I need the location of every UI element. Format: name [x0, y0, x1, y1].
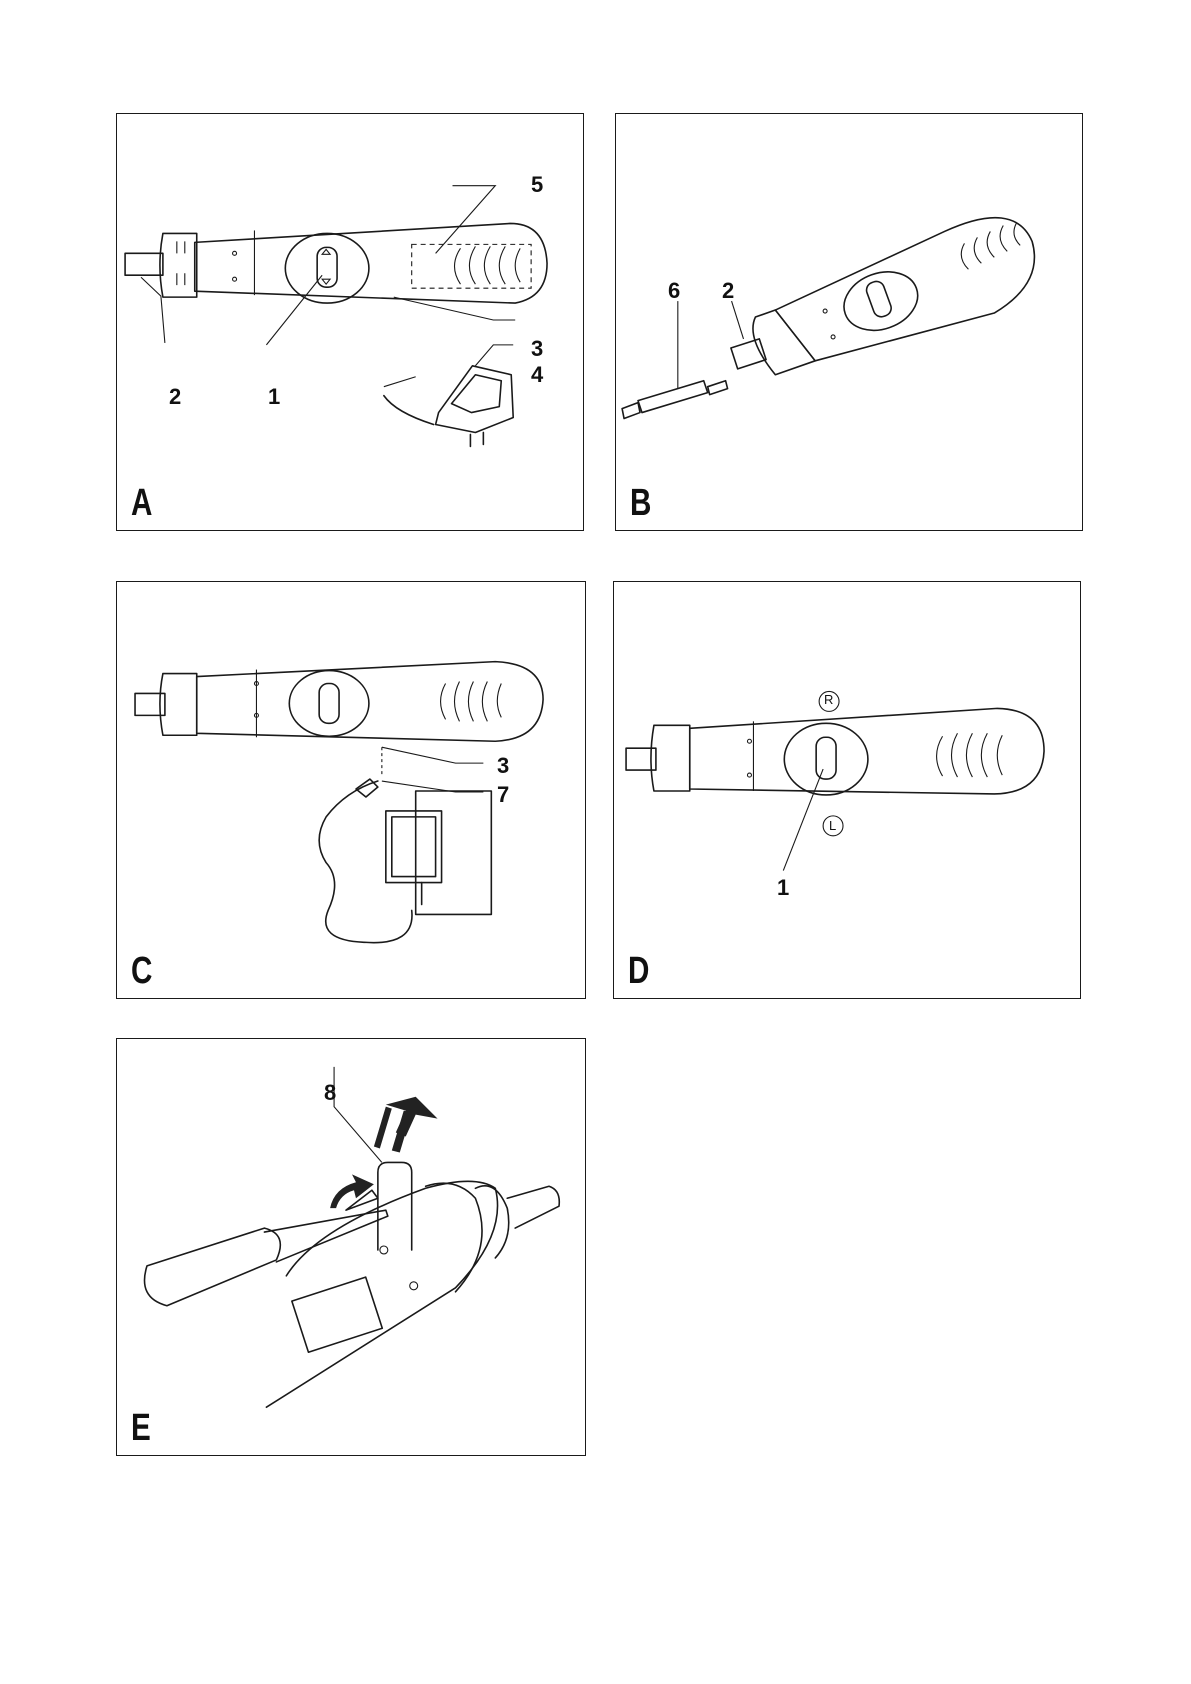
direction-mark-left: L	[829, 819, 836, 832]
figure-panel-a: 5 3 4 2 1 A	[116, 113, 584, 531]
direction-switch-illustration	[614, 582, 1080, 998]
screwdriver-with-charger-illustration	[117, 114, 583, 530]
callout-4: 4	[531, 364, 543, 386]
panel-letter: A	[131, 484, 152, 522]
panel-letter: B	[630, 484, 651, 522]
panel-letter: E	[131, 1409, 151, 1447]
callout-2: 2	[722, 280, 734, 302]
figure-panel-e: 8 E	[116, 1038, 586, 1456]
callout-5: 5	[531, 174, 543, 196]
callout-1: 1	[777, 877, 789, 899]
panel-letter: D	[628, 952, 649, 990]
callout-7: 7	[497, 784, 509, 806]
callout-3: 3	[531, 338, 543, 360]
direction-mark-right: R	[824, 693, 833, 706]
callout-6: 6	[668, 280, 680, 302]
panel-letter: C	[131, 952, 152, 990]
battery-removal-illustration	[117, 1039, 585, 1455]
figure-panel-d: R L 1 D	[613, 581, 1081, 999]
bit-insertion-illustration	[616, 114, 1082, 530]
callout-1: 1	[268, 386, 280, 408]
figure-panel-b: 6 2 B	[615, 113, 1083, 531]
callout-2: 2	[169, 386, 181, 408]
charging-illustration	[117, 582, 585, 998]
callout-3: 3	[497, 755, 509, 777]
figure-panel-c: 3 7 C	[116, 581, 586, 999]
callout-8: 8	[324, 1082, 336, 1104]
